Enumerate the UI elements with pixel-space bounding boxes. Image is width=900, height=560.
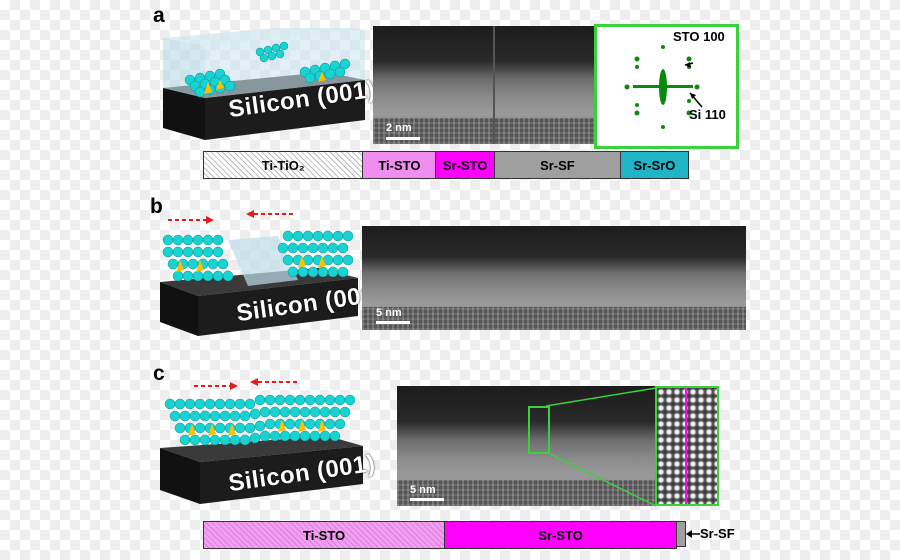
side-arrow-icon	[686, 530, 700, 538]
panel-letter-c: c	[153, 362, 165, 385]
layer-segment: Sr-STO	[445, 522, 676, 548]
schematic-c	[158, 378, 368, 508]
panel-letter-a: a	[153, 4, 165, 27]
image-divider	[493, 26, 495, 144]
side-label-sr-sf: Sr-SF	[700, 526, 735, 541]
layer-segment: Ti-TiO₂	[204, 152, 364, 178]
layer-segment: Sr-SF	[495, 152, 621, 178]
layer-segment: Ti-STO	[363, 152, 437, 178]
layer-segment: Sr-SrO	[620, 152, 688, 178]
fft-inset: STO 100 Si 110	[594, 24, 739, 149]
schematic-a	[160, 24, 365, 148]
layer-segment: Sr-STO	[436, 152, 496, 178]
scale-label-b: 5 nm	[376, 307, 402, 319]
layer-segment: Ti-STO	[204, 522, 446, 548]
fft-label-si: Si 110	[689, 107, 726, 122]
fft-label-sto: STO 100	[673, 29, 725, 44]
zoom-inset	[655, 386, 719, 506]
interface-line	[685, 388, 687, 504]
scale-bar-a	[386, 137, 420, 140]
scale-bar-b	[376, 321, 410, 324]
sr-sf-sliver	[676, 521, 686, 547]
zoom-lines	[546, 387, 657, 507]
panel-letter-b: b	[150, 195, 163, 218]
scale-bar-c	[410, 498, 444, 501]
schematic-b	[158, 210, 358, 340]
scale-label-a: 2 nm	[386, 122, 412, 134]
stem-image-b	[362, 226, 746, 330]
scale-label-c: 5 nm	[410, 484, 436, 496]
zoom-box	[528, 406, 550, 454]
